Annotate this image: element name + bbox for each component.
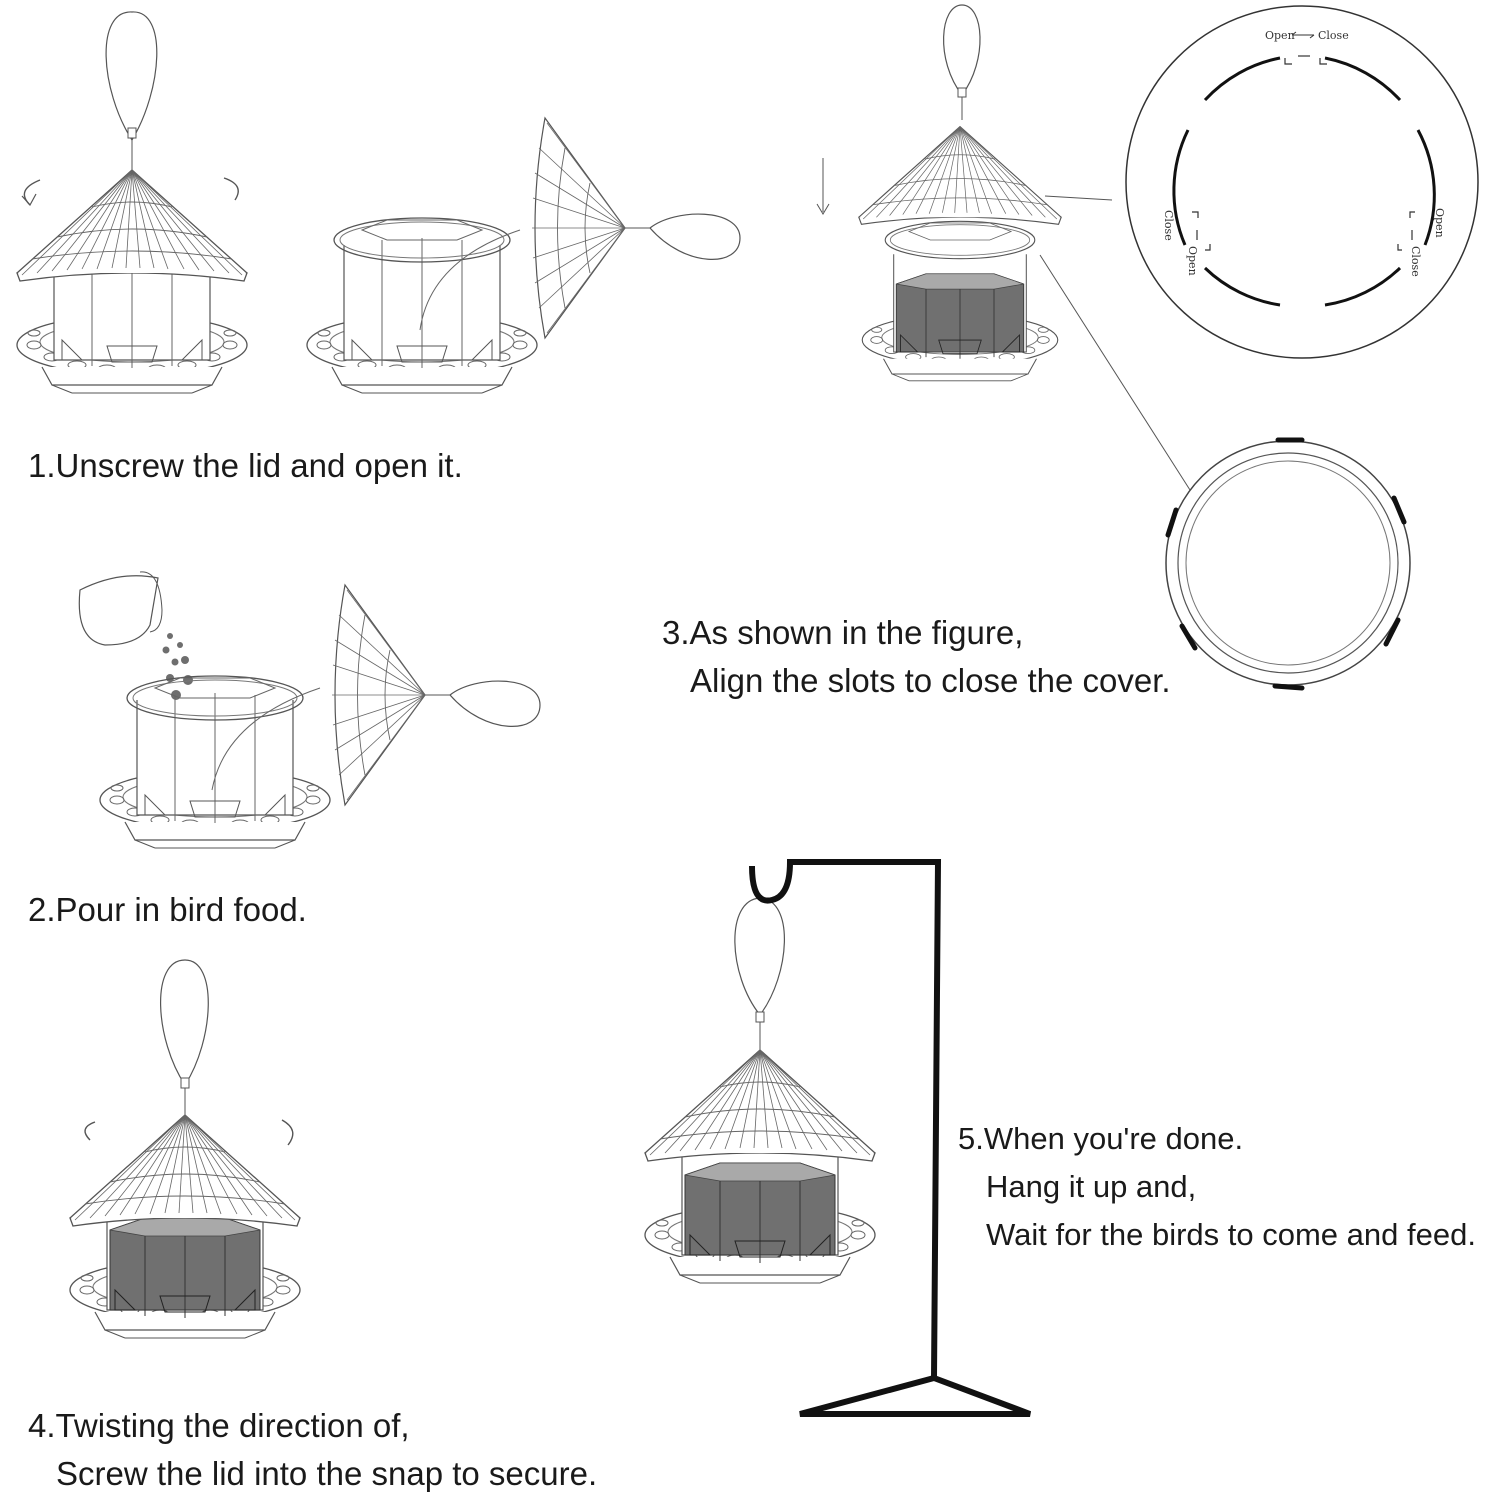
step1-open-feeder bbox=[306, 117, 741, 394]
close-label-top: Close bbox=[1318, 29, 1349, 42]
step3-caption: 3.As shown in the figure, Align the slot… bbox=[662, 609, 1171, 705]
step1-closed-feeder bbox=[16, 11, 248, 394]
step4-line2: Screw the lid into the snap to secure. bbox=[56, 1454, 598, 1492]
step5-line3: Wait for the birds to come and feed. bbox=[986, 1217, 1476, 1253]
open-label-right: Open bbox=[1433, 208, 1446, 238]
step4-line1: 4.Twisting the direction of, bbox=[28, 1407, 410, 1444]
step2-pour-food bbox=[78, 571, 541, 849]
step3-line1: 3.As shown in the figure, bbox=[662, 614, 1024, 651]
open-label-top: Open bbox=[1265, 29, 1295, 42]
step5-line2: Hang it up and, bbox=[986, 1169, 1197, 1205]
step1-text: 1.Unscrew the lid and open it. bbox=[28, 447, 463, 484]
step3-line2: Align the slots to close the cover. bbox=[690, 661, 1171, 699]
step5-caption: 5.When you're done. Hang it up and, Wait… bbox=[958, 1115, 1476, 1259]
step4-caption: 4.Twisting the direction of, Screw the l… bbox=[28, 1402, 597, 1498]
step2-text: 2.Pour in bird food. bbox=[28, 891, 307, 928]
hanging-stand bbox=[749, 859, 1032, 1417]
step1-caption: 1.Unscrew the lid and open it. bbox=[28, 442, 463, 490]
step5-hanging-feeder bbox=[644, 897, 876, 1284]
slot-ring-detail bbox=[1165, 437, 1411, 691]
slot-detail-circle: Open Close Close Open Open Close bbox=[1125, 5, 1479, 359]
step5-line1: 5.When you're done. bbox=[958, 1121, 1244, 1156]
close-label-right: Close bbox=[1409, 246, 1422, 277]
close-label-left: Close bbox=[1162, 210, 1175, 241]
step3-align-slots bbox=[816, 4, 1191, 491]
step2-caption: 2.Pour in bird food. bbox=[28, 886, 307, 934]
step4-secure-lid bbox=[69, 959, 301, 1339]
open-label-left: Open bbox=[1186, 246, 1199, 276]
